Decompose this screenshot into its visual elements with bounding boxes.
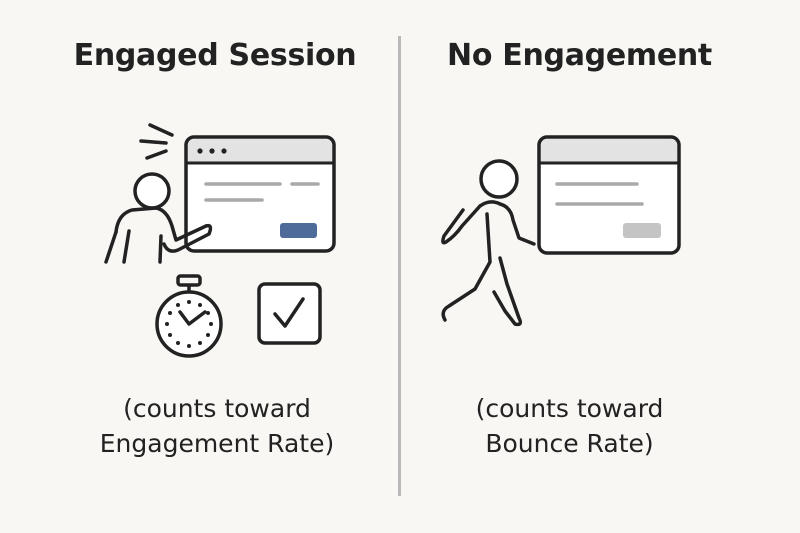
engaged-session-title: Engaged Session	[73, 38, 357, 73]
bounce-caption: (counts toward Bounce Rate)	[399, 391, 740, 461]
cta-button-highlighted	[280, 223, 317, 238]
engaged-caption-line1: (counts toward	[123, 394, 311, 423]
bounce-caption-line2: Bounce Rate)	[485, 429, 654, 458]
cta-button-inactive	[623, 223, 661, 238]
no-engagement-title: No Engagement	[447, 38, 712, 73]
engaged-caption-line2: Engagement Rate)	[99, 429, 335, 458]
browser-window-icon	[184, 135, 336, 253]
checkbox-check-icon	[257, 282, 322, 345]
browser-window-icon-right	[537, 135, 681, 255]
stopwatch-icon	[155, 274, 223, 358]
bounce-caption-line1: (counts toward	[475, 394, 664, 423]
walking-person-icon	[441, 159, 536, 327]
person-pointing-icon	[104, 172, 213, 264]
engaged-caption: (counts toward Engagement Rate)	[0, 391, 434, 461]
attention-lines-icon	[139, 123, 174, 160]
center-divider	[398, 36, 401, 496]
